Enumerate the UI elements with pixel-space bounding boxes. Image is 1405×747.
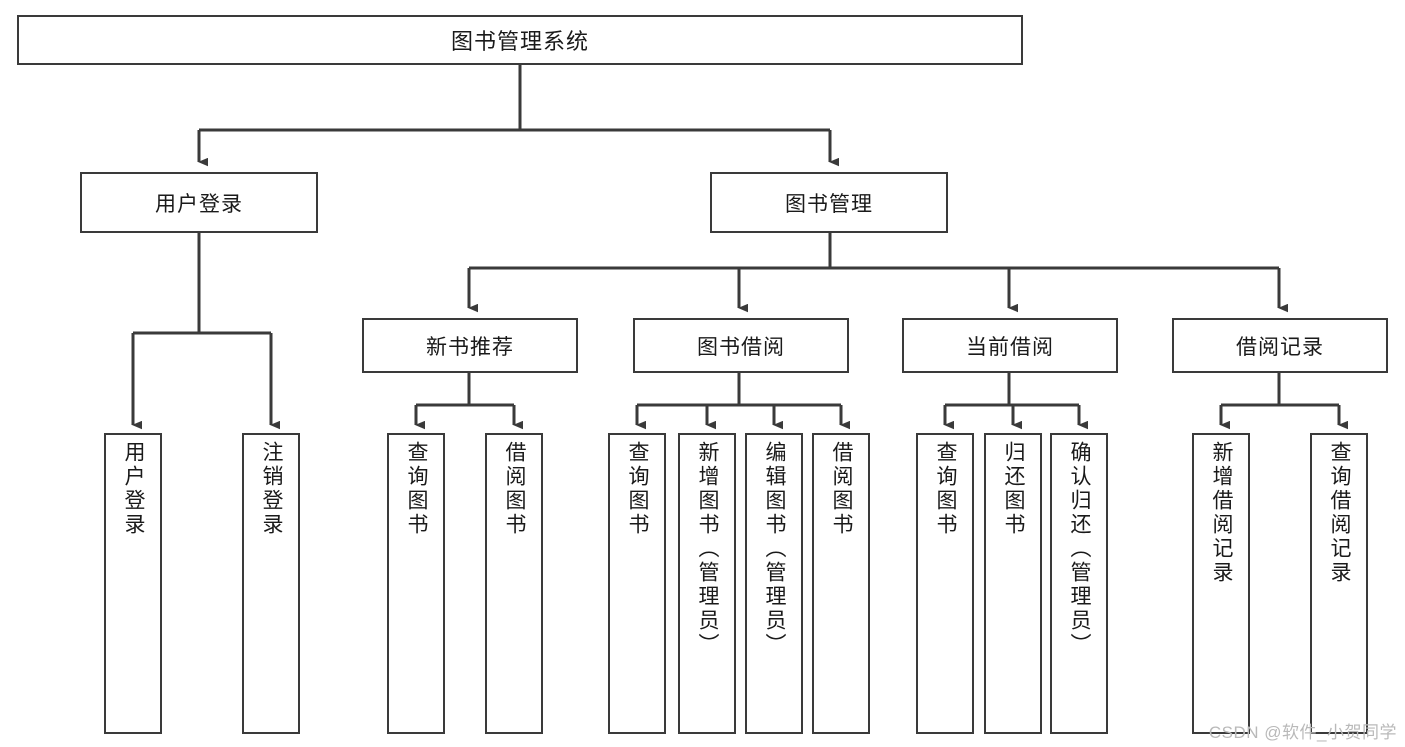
node-borrow-record[interactable]: 借阅记录 (1172, 318, 1388, 373)
node-label: 新增图书（管理员） (696, 441, 720, 657)
node-current-borrow[interactable]: 当前借阅 (902, 318, 1118, 373)
node-leaf-query-book-current[interactable]: 查询图书 (916, 433, 974, 734)
node-leaf-logout[interactable]: 注销登录 (242, 433, 300, 734)
node-leaf-return-book[interactable]: 归还图书 (984, 433, 1042, 734)
node-book-borrow[interactable]: 图书借阅 (633, 318, 849, 373)
node-label: 新增借阅记录 (1210, 441, 1234, 585)
node-label: 图书借阅 (697, 335, 785, 359)
node-label: 注销登录 (260, 441, 284, 537)
node-label: 查询图书 (405, 441, 429, 537)
node-label: 图书管理 (785, 192, 873, 216)
node-label: 查询图书 (934, 441, 958, 537)
node-label: 借阅图书 (830, 441, 854, 537)
node-new-book-recommend[interactable]: 新书推荐 (362, 318, 578, 373)
node-root-book-management-system[interactable]: 图书管理系统 (17, 15, 1023, 65)
node-label: 用户登录 (155, 192, 243, 216)
node-book-management[interactable]: 图书管理 (710, 172, 948, 233)
node-label: 借阅记录 (1236, 335, 1324, 359)
node-leaf-add-book-admin[interactable]: 新增图书（管理员） (678, 433, 736, 734)
node-label: 编辑图书（管理员） (763, 441, 787, 657)
node-leaf-user-login[interactable]: 用户登录 (104, 433, 162, 734)
node-leaf-add-borrow-record[interactable]: 新增借阅记录 (1192, 433, 1250, 734)
node-label: 图书管理系统 (450, 29, 589, 54)
node-label: 当前借阅 (966, 335, 1054, 359)
node-leaf-query-borrow-record[interactable]: 查询借阅记录 (1310, 433, 1368, 734)
node-user-login[interactable]: 用户登录 (80, 172, 318, 233)
node-label: 查询图书 (626, 441, 650, 537)
node-label: 新书推荐 (426, 335, 514, 359)
node-leaf-confirm-return-admin[interactable]: 确认归还（管理员） (1050, 433, 1108, 734)
node-leaf-query-book-recommend[interactable]: 查询图书 (387, 433, 445, 734)
node-label: 用户登录 (122, 441, 146, 537)
node-leaf-query-book-borrow[interactable]: 查询图书 (608, 433, 666, 734)
node-label: 确认归还（管理员） (1068, 441, 1092, 657)
node-label: 归还图书 (1002, 441, 1026, 537)
watermark: CSDN @软件_小贺同学 (1208, 723, 1397, 742)
node-leaf-edit-book-admin[interactable]: 编辑图书（管理员） (745, 433, 803, 734)
node-label: 借阅图书 (503, 441, 527, 537)
node-label: 查询借阅记录 (1328, 441, 1352, 585)
node-leaf-borrow-book[interactable]: 借阅图书 (812, 433, 870, 734)
node-leaf-borrow-book-recommend[interactable]: 借阅图书 (485, 433, 543, 734)
